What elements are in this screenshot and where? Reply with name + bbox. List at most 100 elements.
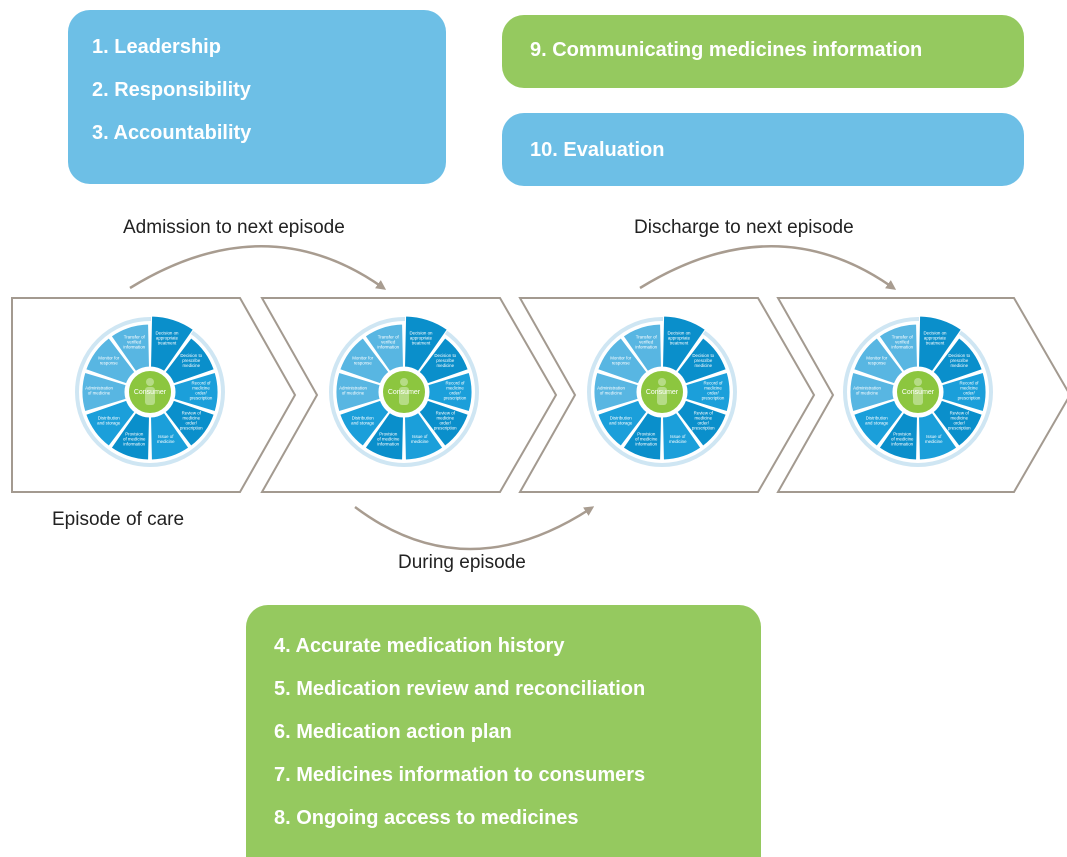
discharge-arrow [639,245,897,290]
list-item-accountability: 3. Accountability [92,122,252,144]
wheel-segment [932,337,983,385]
wheel-segment [427,371,473,413]
during-episode-arrow [354,506,595,551]
communicating-box: 9. Communicating medicines information [502,15,1024,88]
wheel-segment [85,337,136,385]
wheel-segment [932,399,983,447]
wheel-segment [918,411,958,461]
wheel-segment [173,371,219,413]
wheel-segment [593,371,639,413]
list-item-action-plan: 6. Medication action plan [274,721,512,743]
admission-label: Admission to next episode [123,217,345,238]
list-item-responsibility: 2. Responsibility [92,79,251,101]
wheel-segment [164,337,215,385]
consumer-label: Consumer [134,389,167,396]
governance-list: 1. Leadership 2. Responsibility 3. Accou… [92,36,251,165]
wheel-segment [339,337,390,385]
evaluation-label: 10. Evaluation [530,139,665,161]
wheel-segment [150,411,190,461]
admission-arrow [129,245,387,290]
wheel-segment [404,411,444,461]
wheel-segment [849,371,895,413]
wheel-segment [364,323,404,373]
wheel-segment [662,411,702,461]
wheel-segment [853,399,904,447]
wheel-segment [878,411,918,461]
list-item-medication-history: 4. Accurate medication history [274,635,565,657]
consumer-label: Consumer [388,389,421,396]
wheel-segment [878,323,918,373]
communicating-label: 9. Communicating medicines information [530,39,923,61]
wheel-segment [622,411,662,461]
wheel-segment [918,315,963,373]
wheel-segment [110,411,150,461]
list-item-leadership: 1. Leadership [92,36,221,58]
wheel-segment [364,411,404,461]
discharge-label: Discharge to next episode [634,217,854,238]
wheel-segment [164,399,215,447]
list-item-ongoing-access: 8. Ongoing access to medicines [274,807,579,829]
wheel-segment [676,337,727,385]
person-icon [657,378,667,405]
wheel-segment [85,399,136,447]
wheel-segment [339,399,390,447]
governance-box: 1. Leadership 2. Responsibility 3. Accou… [68,10,446,184]
list-item-review-reconciliation: 5. Medication review and reconciliation [274,678,646,700]
consumer-label: Consumer [646,389,679,396]
wheel-segment [685,371,731,413]
wheel-segment [622,323,662,373]
wheel-segment [597,337,648,385]
wheel-segment [335,371,381,413]
wheel-segment [418,337,469,385]
person-icon [913,378,923,405]
wheel-segment [150,315,195,373]
evaluation-box: 10. Evaluation [502,113,1024,186]
wheel-segment [110,323,150,373]
wheel-segment [662,315,707,373]
wheel-segment [81,371,127,413]
wheel-segment [418,399,469,447]
continuity-list: 4. Accurate medication history 5. Medica… [274,635,645,850]
